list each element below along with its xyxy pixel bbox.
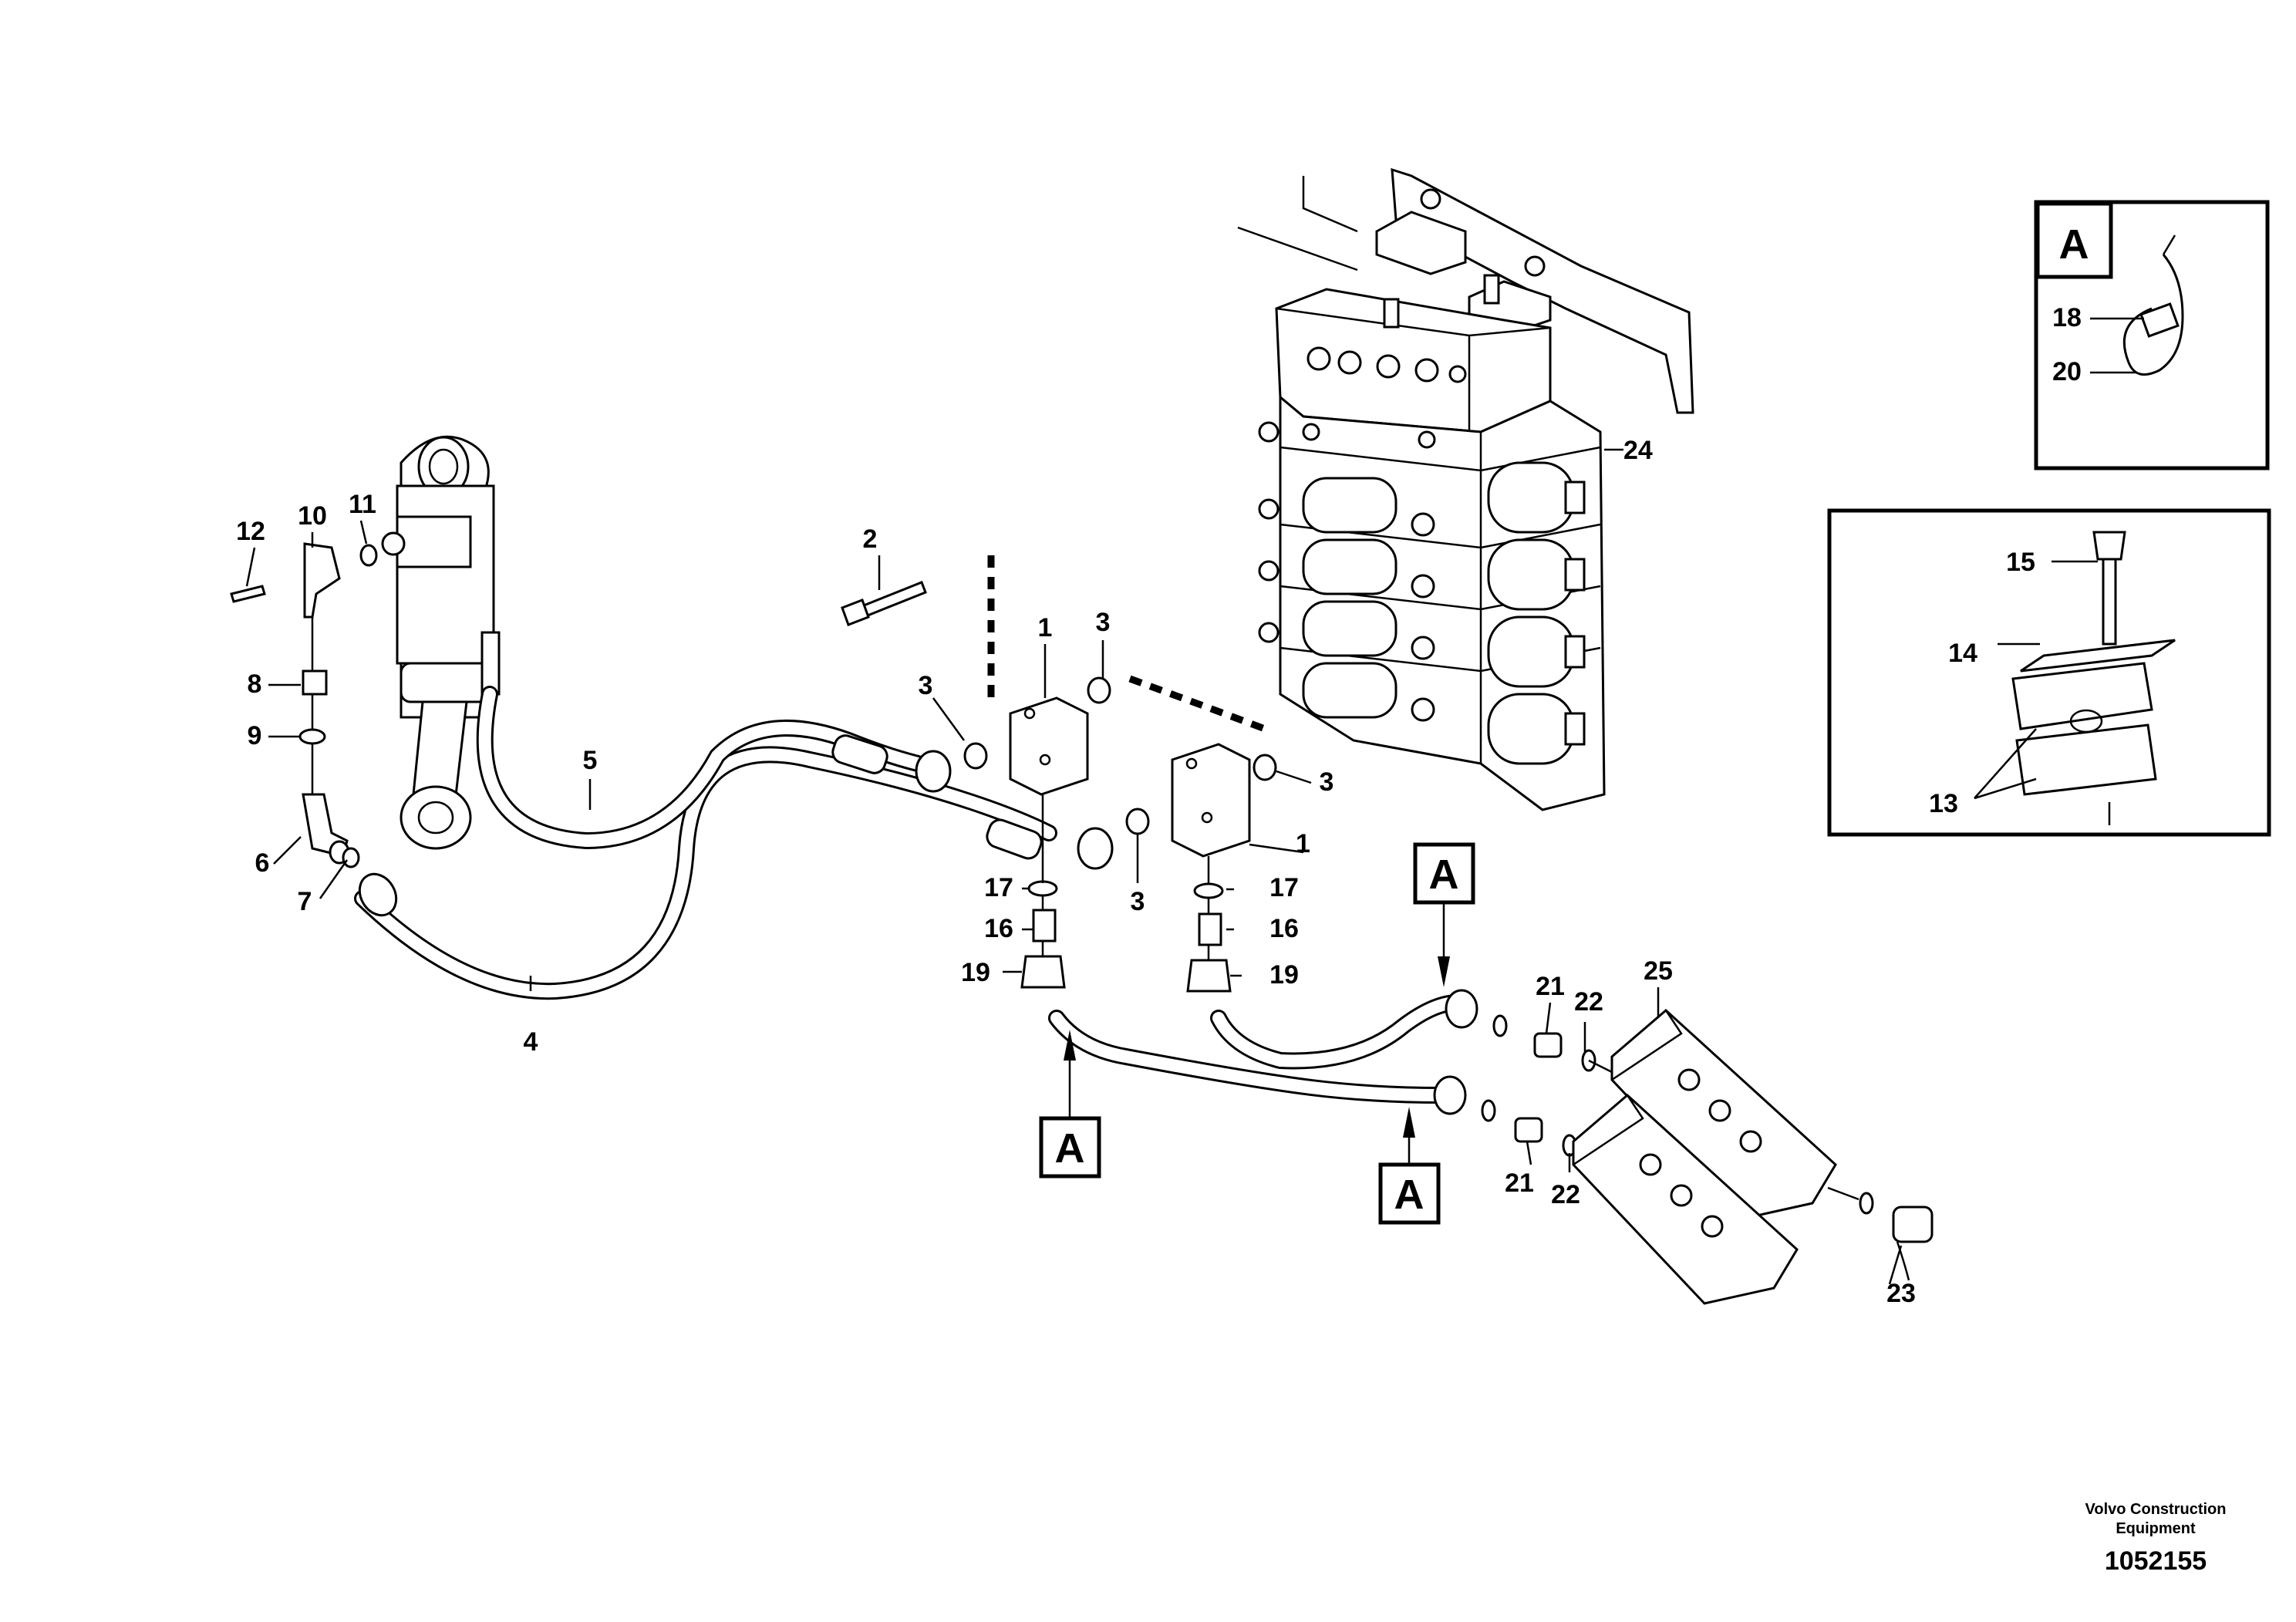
hose-4 [354, 746, 1057, 1000]
callout-16-right: 16 [1269, 914, 1299, 943]
couplings-right [1481, 1014, 1934, 1281]
hose-fittings [358, 734, 1478, 1115]
callout-25: 25 [1644, 956, 1673, 986]
flange-1-left [1009, 696, 1089, 796]
callout-17-left: 17 [984, 873, 1013, 902]
callout-19-right: 19 [1269, 960, 1299, 990]
callout-1-upper: 1 [1038, 613, 1053, 642]
callout-3-left: 3 [919, 671, 933, 700]
callout-23: 23 [1886, 1279, 1916, 1308]
flange-1-right [1171, 743, 1251, 858]
callout-14: 14 [1948, 639, 1977, 668]
drawing-number: 1052155 [2105, 1546, 2207, 1576]
callout-6: 6 [255, 848, 270, 878]
fittings-centre [1020, 794, 1232, 993]
detail-ref-a-3 [1378, 1107, 1441, 1225]
callout-24: 24 [1623, 436, 1653, 465]
detail-ref-a-3-letter: A [1394, 1172, 1424, 1218]
callout-17-right: 17 [1269, 873, 1299, 902]
detail-ref-a-2 [1039, 1030, 1101, 1179]
hydraulic-cylinder [381, 435, 501, 850]
hose-lower-1 [1048, 1010, 1451, 1104]
detail-ref-a-2-letter: A [1055, 1125, 1085, 1172]
detail-ref-a-1 [1413, 842, 1475, 987]
inset-a-letter: A [2059, 221, 2089, 268]
inset-clamp-frame [1827, 508, 2271, 837]
fittings-left [230, 542, 378, 868]
callout-4: 4 [524, 1027, 538, 1057]
callout-21-lower: 21 [1505, 1168, 1534, 1198]
callout-15: 15 [2006, 548, 2035, 577]
callout-7: 7 [298, 887, 312, 916]
callout-3-right: 3 [1320, 767, 1334, 797]
manifold-blocks-25 [1572, 1008, 1837, 1305]
callout-11: 11 [349, 490, 376, 519]
footer-company-line1: Volvo Construction [2085, 1501, 2227, 1518]
leader-lines [245, 520, 1903, 1285]
callout-21-upper: 21 [1536, 972, 1565, 1001]
callout-2: 2 [863, 524, 878, 554]
hose-lower-2 [1210, 994, 1466, 1070]
callout-18: 18 [2052, 303, 2082, 332]
callout-8: 8 [248, 669, 262, 699]
callout-16-left: 16 [984, 914, 1013, 943]
callout-20: 20 [2052, 357, 2082, 386]
detail-ref-a-1-letter: A [1429, 851, 1459, 898]
callout-12: 12 [236, 517, 265, 546]
callout-22-lower: 22 [1551, 1180, 1580, 1209]
inset-a-frame [2034, 200, 2270, 470]
footer-company-line2: Equipment [2116, 1520, 2196, 1537]
callout-22-upper: 22 [1574, 987, 1603, 1017]
callout-13: 13 [1929, 789, 1958, 818]
callout-3-bottom: 3 [1131, 887, 1145, 916]
control-valve-24 [1237, 167, 1694, 811]
callout-9: 9 [248, 721, 262, 750]
callout-3-top: 3 [1096, 608, 1111, 637]
o-rings-3 [963, 676, 1277, 835]
solenoid-row [1487, 461, 1586, 765]
callout-10: 10 [298, 501, 327, 531]
callout-19-left: 19 [961, 958, 990, 987]
bolt-2 [841, 581, 927, 626]
callout-1-lower: 1 [1296, 829, 1310, 858]
callout-5: 5 [583, 746, 598, 775]
